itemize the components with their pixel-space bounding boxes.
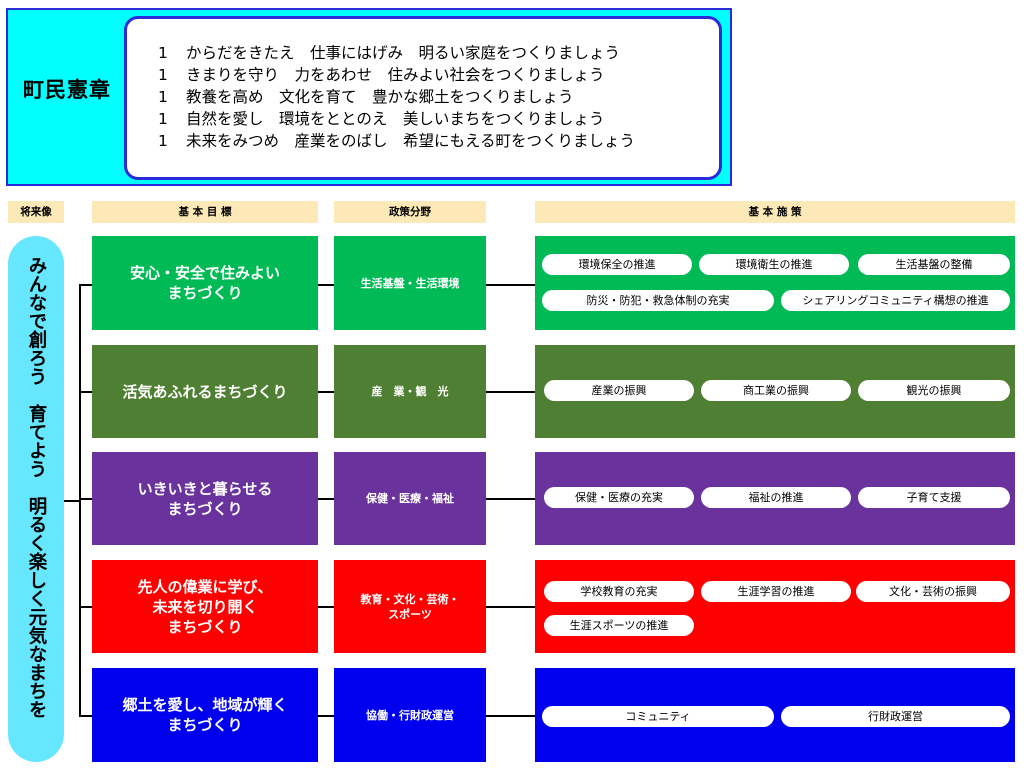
policy-panel-wellbeing: 保健・医療の充実 福祉の推進 子育て支援 [535,452,1015,545]
policy-item: 行財政運営 [781,706,1010,727]
policy-panel-safety: 環境保全の推進 環境衛生の推進 生活基盤の整備 防災・防犯・救急体制の充実 シェ… [535,236,1015,330]
charter-line: 1 からだをきたえ 仕事にはげみ 明るい家庭をつくりましょう [158,43,620,63]
connector-line [486,498,535,500]
charter-title: 町民憲章 [23,78,111,102]
charter-line-number: 1 [158,66,168,84]
policy-item: シェアリングコミュニティ構想の推進 [781,290,1010,311]
policy-panel-vitality: 産業の振興 商工業の振興 観光の振興 [535,345,1015,438]
connector-line [486,715,535,717]
connector-line [64,500,80,502]
connector-line [79,606,92,608]
policy-item: 産業の振興 [544,380,694,401]
charter-line-number: 1 [158,88,168,106]
vision-text: みんなで創ろう 育てよう 明るく楽しく元気なまちを [26,256,47,719]
header-goals: 基 本 目 標 [92,201,318,223]
field-box-education: 教育・文化・芸術・ スポーツ [334,560,486,653]
charter-line-text: からだをきたえ 仕事にはげみ 明るい家庭をつくりましょう [186,44,621,62]
policy-item: 環境保全の推進 [542,254,692,275]
policy-panel-community: コミュニティ 行財政運営 [535,668,1015,762]
goal-box-vitality: 活気あふれるまちづくり [92,345,318,438]
policy-item: 生涯スポーツの推進 [544,615,694,636]
header-policies: 基 本 施 策 [535,201,1015,223]
connector-line [79,391,92,393]
connector-line [318,498,334,500]
policy-item: 防災・防犯・救急体制の充実 [542,290,774,311]
header-fields: 政策分野 [334,201,486,223]
connector-line [318,284,334,286]
charter-line: 1 未来をみつめ 産業をのばし 希望にもえる町をつくりましょう [158,131,635,151]
connector-line [79,284,92,286]
field-box-industry: 産 業・観 光 [334,345,486,438]
policy-item: コミュニティ [542,706,774,727]
charter-line-number: 1 [158,44,168,62]
policy-item: 福祉の推進 [701,487,851,508]
policy-item: 商工業の振興 [701,380,851,401]
connector-line [486,391,535,393]
field-box-health: 保健・医療・福祉 [334,452,486,545]
field-box-living: 生活基盤・生活環境 [334,236,486,330]
connector-line [486,284,535,286]
connector-line [318,715,334,717]
field-box-governance: 協働・行財政運営 [334,668,486,762]
charter-line: 1 きまりを守り 力をあわせ 住みよい社会をつくりましょう [158,65,605,85]
connector-line [318,391,334,393]
policy-item: 観光の振興 [858,380,1010,401]
header-vision: 将来像 [8,201,64,223]
connector-line [79,715,92,717]
policy-item: 文化・芸術の振興 [856,581,1010,602]
policy-panel-education: 学校教育の充実 生涯学習の推進 文化・芸術の振興 生涯スポーツの推進 [535,560,1015,653]
charter-line-text: きまりを守り 力をあわせ 住みよい社会をつくりましょう [186,66,605,84]
connector-line [486,606,535,608]
goal-box-community: 郷土を愛し、地域が輝く まちづくり [92,668,318,762]
connector-trunk [79,284,81,716]
charter-line-text: 未来をみつめ 産業をのばし 希望にもえる町をつくりましょう [186,132,636,150]
goal-box-education: 先人の偉業に学び、 未来を切り開く まちづくり [92,560,318,653]
charter-line: 1 教養を高め 文化を育て 豊かな郷土をつくりましょう [158,87,574,107]
policy-item: 子育て支援 [858,487,1010,508]
charter-line-text: 自然を愛し 環境をととのえ 美しいまちをつくりましょう [186,110,605,128]
vision-pill [8,236,64,762]
policy-item: 環境衛生の推進 [699,254,849,275]
policy-item: 生活基盤の整備 [858,254,1010,275]
goal-box-wellbeing: いきいきと暮らせる まちづくり [92,452,318,545]
goal-box-safety: 安心・安全で住みよい まちづくり [92,236,318,330]
policy-item: 学校教育の充実 [544,581,694,602]
charter-line-text: 教養を高め 文化を育て 豊かな郷土をつくりましょう [186,88,574,106]
charter-line-number: 1 [158,110,168,128]
charter-line-number: 1 [158,132,168,150]
charter-line: 1 自然を愛し 環境をととのえ 美しいまちをつくりましょう [158,109,604,129]
policy-item: 生涯学習の推進 [701,581,851,602]
connector-line [79,498,92,500]
policy-item: 保健・医療の充実 [544,487,694,508]
charter-text-box [124,16,722,180]
connector-line [318,606,334,608]
